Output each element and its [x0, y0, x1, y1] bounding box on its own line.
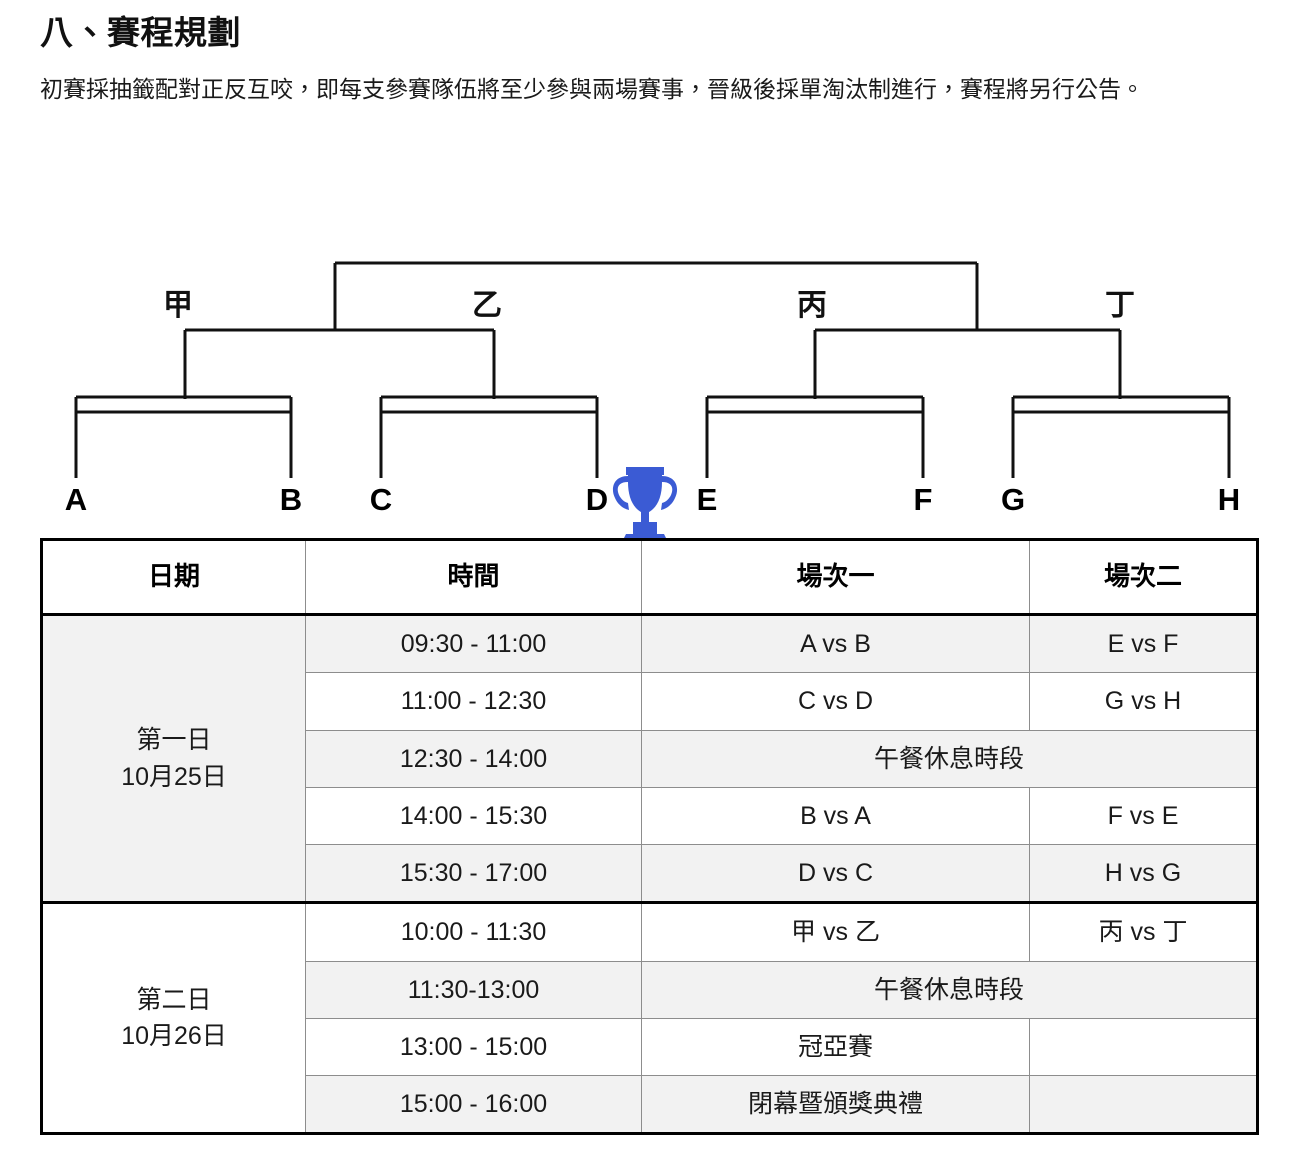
day-label-line2: 10月26日	[121, 1022, 227, 1051]
cell-match-1: 甲 vs 乙	[641, 901, 1030, 962]
table-row: 12:30 - 14:00 午餐休息時段	[42, 729, 1258, 788]
table-row: 14:00 - 15:30 B vs A F vs E	[42, 786, 1258, 846]
cell-match-2: F vs E	[1029, 786, 1258, 846]
bracket-label-yi: 乙	[472, 289, 502, 322]
cell-time: 12:30 - 14:00	[305, 729, 642, 788]
bracket-label-jia: 甲	[163, 289, 193, 322]
cell-time: 11:30-13:00	[305, 960, 642, 1019]
day-label-line1: 第一日	[136, 726, 212, 755]
column-header-match-2: 場次二	[1029, 539, 1258, 616]
page-title: 八、賽程規劃	[40, 14, 241, 51]
column-header-time: 時間	[305, 539, 642, 616]
cell-time: 09:30 - 11:00	[305, 612, 642, 674]
tournament-bracket: 甲 乙 丙 丁 A B C D E F G H	[0, 222, 1292, 544]
cell-match-1: 冠亞賽	[641, 1017, 1030, 1077]
bracket-label-bing: 丙	[797, 289, 827, 322]
cell-time: 10:00 - 11:30	[305, 901, 642, 962]
column-header-match-1: 場次一	[641, 539, 1030, 616]
bracket-seed-f: F	[913, 482, 933, 517]
document-body: 八、賽程規劃 初賽採抽籤配對正反互咬，即每支參賽隊伍將至少參與兩場賽事，晉級後採…	[0, 0, 1292, 109]
cell-match-2	[1029, 1074, 1258, 1135]
table-row: 13:00 - 15:00 冠亞賽	[42, 1017, 1258, 1077]
cell-lunch-break: 午餐休息時段	[641, 729, 1258, 788]
bracket-seed-h: H	[1217, 482, 1241, 517]
day-cell-1: 第一日 10月25日	[41, 612, 306, 904]
table-row: 第一日 10月25日 09:30 - 11:00 A vs B E vs F	[41, 612, 1258, 904]
bracket-seed-b: B	[279, 482, 303, 517]
cell-time: 14:00 - 15:30	[305, 786, 642, 846]
table-row: 11:00 - 12:30 C vs D G vs H	[42, 672, 1258, 731]
bracket-seed-a: A	[64, 482, 88, 517]
table-row: 第二日 10月26日 10:00 - 11:30 甲 vs 乙 丙 vs 丁	[41, 901, 1258, 1135]
cell-time: 15:30 - 17:00	[305, 843, 642, 904]
cell-match-2: 丙 vs 丁	[1029, 901, 1258, 962]
schedule-table: 日期 時間 場次一 場次二 第一日 10月25日 09:30 - 11:00 A…	[40, 538, 1259, 1136]
day-label-line2: 10月25日	[121, 762, 227, 791]
column-header-date: 日期	[41, 539, 306, 616]
cell-match-2: H vs G	[1029, 843, 1258, 904]
bracket-seed-g: G	[1000, 482, 1026, 517]
cell-match-1: B vs A	[641, 786, 1030, 846]
intro-paragraph: 初賽採抽籤配對正反互咬，即每支參賽隊伍將至少參與兩場賽事，晉級後採單淘汰制進行，…	[40, 75, 1144, 102]
cell-lunch-break: 午餐休息時段	[641, 960, 1258, 1019]
cell-match-1: D vs C	[641, 843, 1030, 904]
cell-match-1: C vs D	[641, 672, 1030, 731]
cell-match-1: A vs B	[641, 612, 1030, 674]
cell-match-1: 閉幕暨頒獎典禮	[641, 1074, 1030, 1135]
day-label-line1: 第二日	[136, 986, 212, 1014]
cell-match-2: G vs H	[1029, 672, 1258, 731]
day-cell-2: 第二日 10月26日	[41, 901, 306, 1135]
cell-match-2	[1029, 1017, 1258, 1077]
schedule-table-container: 日期 時間 場次一 場次二 第一日 10月25日 09:30 - 11:00 A…	[40, 538, 1259, 1136]
table-row: 11:30-13:00 午餐休息時段	[42, 960, 1258, 1019]
cell-time: 15:00 - 16:00	[305, 1074, 642, 1135]
table-row: 15:00 - 16:00 閉幕暨頒獎典禮	[42, 1074, 1258, 1135]
cell-time: 11:00 - 12:30	[305, 672, 642, 731]
bracket-seed-e: E	[696, 482, 718, 517]
bracket-seed-d: D	[585, 482, 609, 517]
bracket-lines	[74, 261, 1231, 478]
bracket-label-ding: 丁	[1105, 289, 1135, 322]
cell-match-2: E vs F	[1029, 612, 1258, 674]
cell-time: 13:00 - 15:00	[305, 1017, 642, 1077]
table-row: 15:30 - 17:00 D vs C H vs G	[42, 843, 1258, 904]
table-header-row: 日期 時間 場次一 場次二	[41, 539, 1258, 616]
bracket-seed-c: C	[369, 482, 393, 517]
